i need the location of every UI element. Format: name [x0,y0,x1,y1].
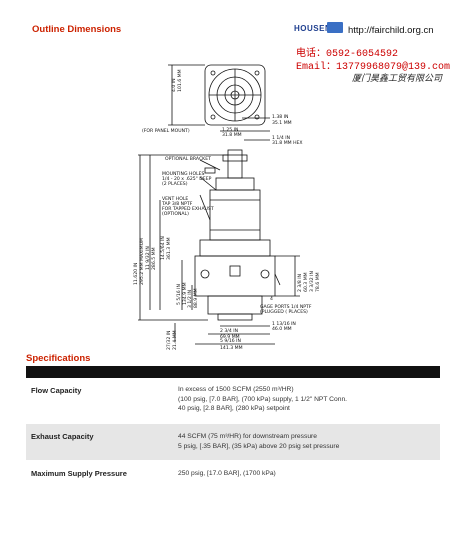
spec-value-line: 5 psig, [.35 BAR], (35 kPa) above 20 psi… [178,442,340,450]
dim-cap-width-in: 1 13/16 IN [272,321,296,327]
spring-housing [209,189,261,241]
top-view-body [204,64,266,126]
callout-mounting-holes: MOUNTING HOLES [162,171,205,177]
dim-body-width-mm: 69.9 MM [220,334,240,340]
dim-stem-width-mm: 35.1 MM [272,120,292,126]
dim-cap-width-mm: 46.0 MM [272,326,292,332]
dim-height-2-in: 11 9/32 IN [145,246,151,270]
dim-port-2-mm: 78.6 MM [315,272,321,292]
spec-row-exhaust-capacity: Exhaust Capacity 44 SCFM (75 m³/HR) for … [26,424,440,460]
company-name: 厦门昊鑫工贸有限公司 [352,74,443,84]
brand-logo-icon [327,22,343,33]
dim-port-height-mm: 60.3 MM [303,272,309,292]
spec-value-line: 44 SCFM (75 m³/HR) for downstream pressu… [178,433,317,440]
dim-panel-note: (FOR PANEL MOUNT) [142,128,190,134]
spec-value-line: 40 psig, [2.8 BAR], (280 kPa) setpoint [178,405,290,412]
dim-height-2-mm: 286.5 MM [151,247,157,270]
callout-gauge-ports: GAGE PORTS 1/4 NPTF [260,304,312,310]
dim-height-5-in: 3 1/2 IN [187,290,193,308]
callout-mounting-thread: 1/4 - 20 x .625" DEEP [162,176,212,182]
diaphragm-case [199,239,271,257]
dim-panel-in: 1.25 IN [222,127,238,133]
dim-bottom-in: 27/32 IN [166,331,172,351]
callout-vent-hole: VENT HOLE [162,196,188,202]
spec-label: Exhaust Capacity [31,432,94,441]
spec-value: In excess of 1500 SCFM (2550 m³/HR) (100… [178,385,347,414]
spec-label: Flow Capacity [31,386,82,395]
dim-height-5-mm: 88.9 MM [193,288,199,308]
specifications-title: Specifications [26,353,91,364]
dim-overall-width-in: 5 9/16 IN [220,338,241,344]
dim-panel-mm: 31.8 MM [222,132,242,138]
spec-value: 44 SCFM (75 m³/HR) for downstream pressu… [178,432,339,451]
dim-overall-height-mm: 295.2 MM MAXIMUM [139,238,145,285]
dim-hex-in: 1 1/4 IN [272,135,290,141]
outline-drawing: 4.0 IN 101.6 MM 1.38 IN 35.1 MM (FOR PAN… [133,64,321,351]
dim-body-width-in: 2 3/4 IN [220,328,238,334]
callout-vent-exhaust: FOR TAPPED EXHAUST [162,206,214,212]
website-link[interactable]: http://fairchild.org.cn [348,25,434,36]
spec-value-line: In excess of 1500 SCFM (2550 m³/HR) [178,386,294,393]
optional-bracket [204,167,216,174]
specifications-header-bar [26,366,440,378]
callout-vent-tap: TAP 3/8 NPTF [161,201,193,207]
dim-top-height-mm: 101.6 MM [177,69,183,92]
dim-stem-width-in: 1.38 IN [272,114,288,120]
spec-row-flow-capacity: Flow Capacity In excess of 1500 SCFM (25… [26,380,440,422]
brand-logo-text: HOUSEN [294,24,332,33]
email-text: Email：13779968079@139.com [296,62,451,73]
spec-row-max-supply-pressure: Maximum Supply Pressure 250 psig, [17.0 … [26,462,440,488]
bonnet-nut [215,177,255,191]
dim-port-height-in: 2 3/8 IN [297,274,303,292]
dim-height-3-in: 14.5/64 IN [160,236,166,260]
dim-top-height-in: 4.0 IN [171,78,177,92]
spec-value-line: (100 psig, [7.0 BAR], (700 kPa) supply, … [178,395,348,403]
callout-optional-bracket: OPTIONAL BRACKET [165,156,211,162]
phone-text: 电话：0592-6054592 [296,49,399,60]
spec-value-line: 250 psig, [17.0 BAR], (1700 kPa) [178,470,276,477]
callout-mounting-count: (2 PLACES) [162,181,188,187]
callout-gauge-plugged: (PLUGGED ( PLACES) [260,309,308,315]
page-title: Outline Dimensions [32,24,122,35]
spec-label: Maximum Supply Pressure [31,469,127,478]
dim-port-2-in: 3 3/32 IN [309,271,315,292]
dim-height-4-in: 5 5/16 IN [176,284,182,305]
adjustment-stem [227,149,243,179]
dim-overall-height-in: 11.620 IN [133,263,139,285]
callout-vent-optional: (OPTIONAL) [162,211,189,217]
dim-four-label: 4 [270,296,273,302]
dim-height-4-mm: 134.9 MM [182,282,188,305]
spec-value: 250 psig, [17.0 BAR], (1700 kPa) [178,469,276,479]
dim-hex-mm: 31.8 MM HEX [272,140,303,146]
dim-overall-width-mm: 141.3 MM [220,345,243,351]
bottom-cap [207,295,263,315]
dim-height-3-mm: 361.3 MM [166,237,172,260]
dim-bottom-mm: 21.4 MM [172,330,178,350]
